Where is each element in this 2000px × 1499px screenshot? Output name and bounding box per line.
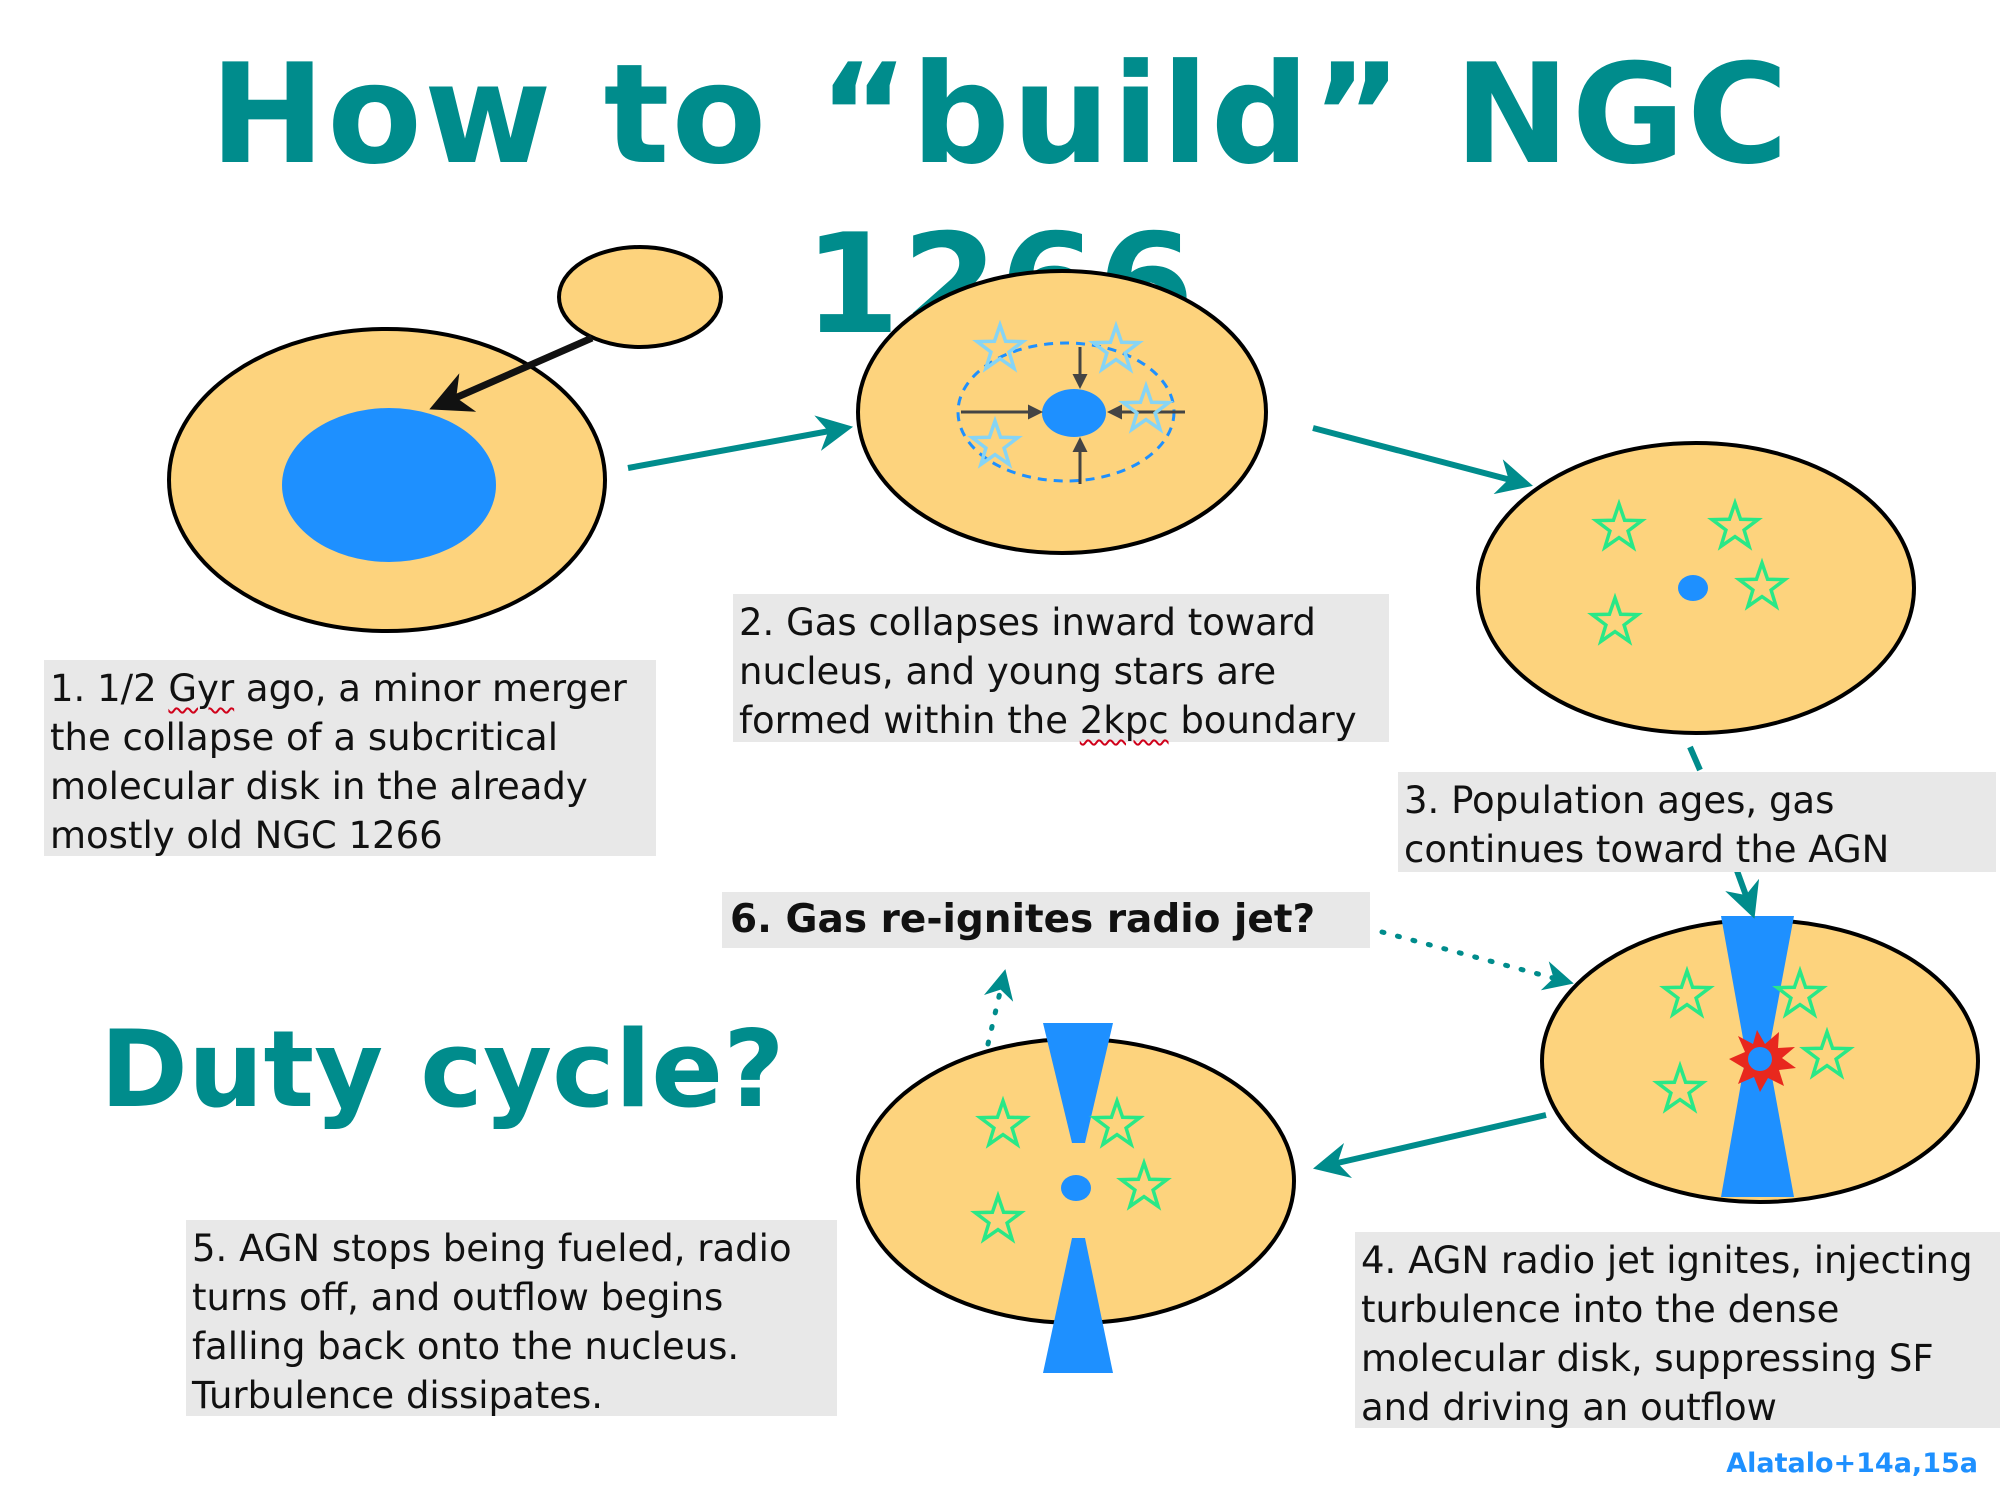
step-6-question: 6. Gas re-ignites radio jet? xyxy=(722,892,1370,948)
arrow-4-to-5 xyxy=(1312,1112,1547,1179)
step-2-text: 2. Gas collapses inward toward nucleus, … xyxy=(733,594,1389,742)
fading-jet-top xyxy=(1043,1023,1113,1143)
step-1-text: 1. 1/2 Gyr ago, a minor merger the colla… xyxy=(44,660,656,857)
agn-core xyxy=(1748,1047,1772,1071)
duty-cycle-label: Duty cycle? xyxy=(100,1008,785,1131)
step-4-text: 4. AGN radio jet ignites, injecting turb… xyxy=(1355,1232,2000,1429)
stage-2-galaxy xyxy=(856,269,1268,555)
merger-arrow xyxy=(429,334,594,412)
flow-arrows xyxy=(627,415,1760,1179)
nucleus xyxy=(1042,389,1106,437)
step-3-text: 3. Population ages, gas continues toward… xyxy=(1398,772,1996,872)
stage-5-galaxy xyxy=(856,1023,1296,1373)
nucleus xyxy=(1061,1175,1091,1201)
inflow-arrows xyxy=(961,347,1185,484)
citation-credit: Alatalo+14a,15a xyxy=(1726,1448,1978,1479)
molecular-gas-disk xyxy=(282,408,496,562)
nucleus xyxy=(1678,575,1708,601)
step-5-text: 5. AGN stops being fueled, radio turns o… xyxy=(186,1220,837,1417)
satellite-galaxy xyxy=(557,245,723,349)
stage-4-galaxy xyxy=(1540,916,1980,1204)
stage-1-galaxy xyxy=(167,245,723,633)
arrow-3-to-4 xyxy=(1725,866,1760,919)
arrow-6-to-4 xyxy=(1379,929,1574,991)
stage-3-galaxy xyxy=(1476,441,1916,735)
arrow-1-to-2 xyxy=(627,415,854,471)
arrow-5-to-6 xyxy=(983,969,1014,1047)
dotted-arrows xyxy=(983,929,1574,1047)
fading-jet-bottom xyxy=(1043,1238,1113,1373)
arrow-2-to-3 xyxy=(1312,425,1533,495)
arrow-3-to-4-upper xyxy=(1687,745,1703,772)
